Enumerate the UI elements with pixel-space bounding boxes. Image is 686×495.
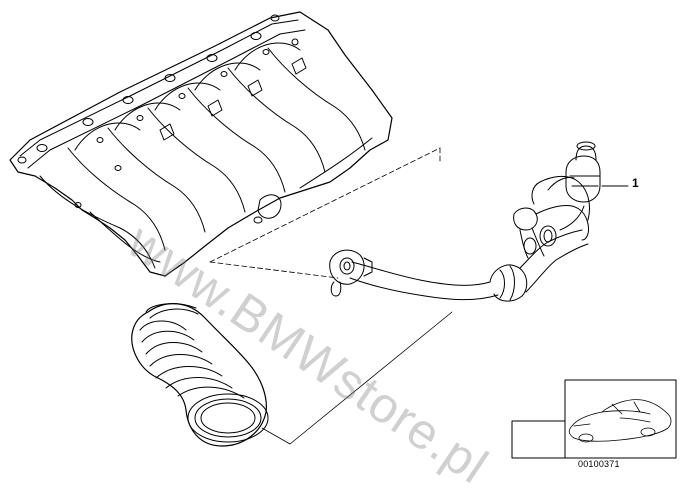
crankcase-vent-hose-illustration <box>329 141 601 302</box>
parts-diagram: www.BMWstore.pl 1 00100371 <box>9 11 677 494</box>
intake-manifold-illustration <box>9 11 393 277</box>
air-intake-boot-illustration <box>131 303 269 447</box>
hose-leader-line <box>261 311 453 445</box>
document-number: 00100371 <box>578 459 620 469</box>
part-callout-number[interactable]: 1 <box>632 176 639 190</box>
leader-lines <box>209 147 441 279</box>
diagram-canvas <box>9 11 677 459</box>
car-icon <box>568 399 672 443</box>
vehicle-thumbnail <box>511 379 677 459</box>
